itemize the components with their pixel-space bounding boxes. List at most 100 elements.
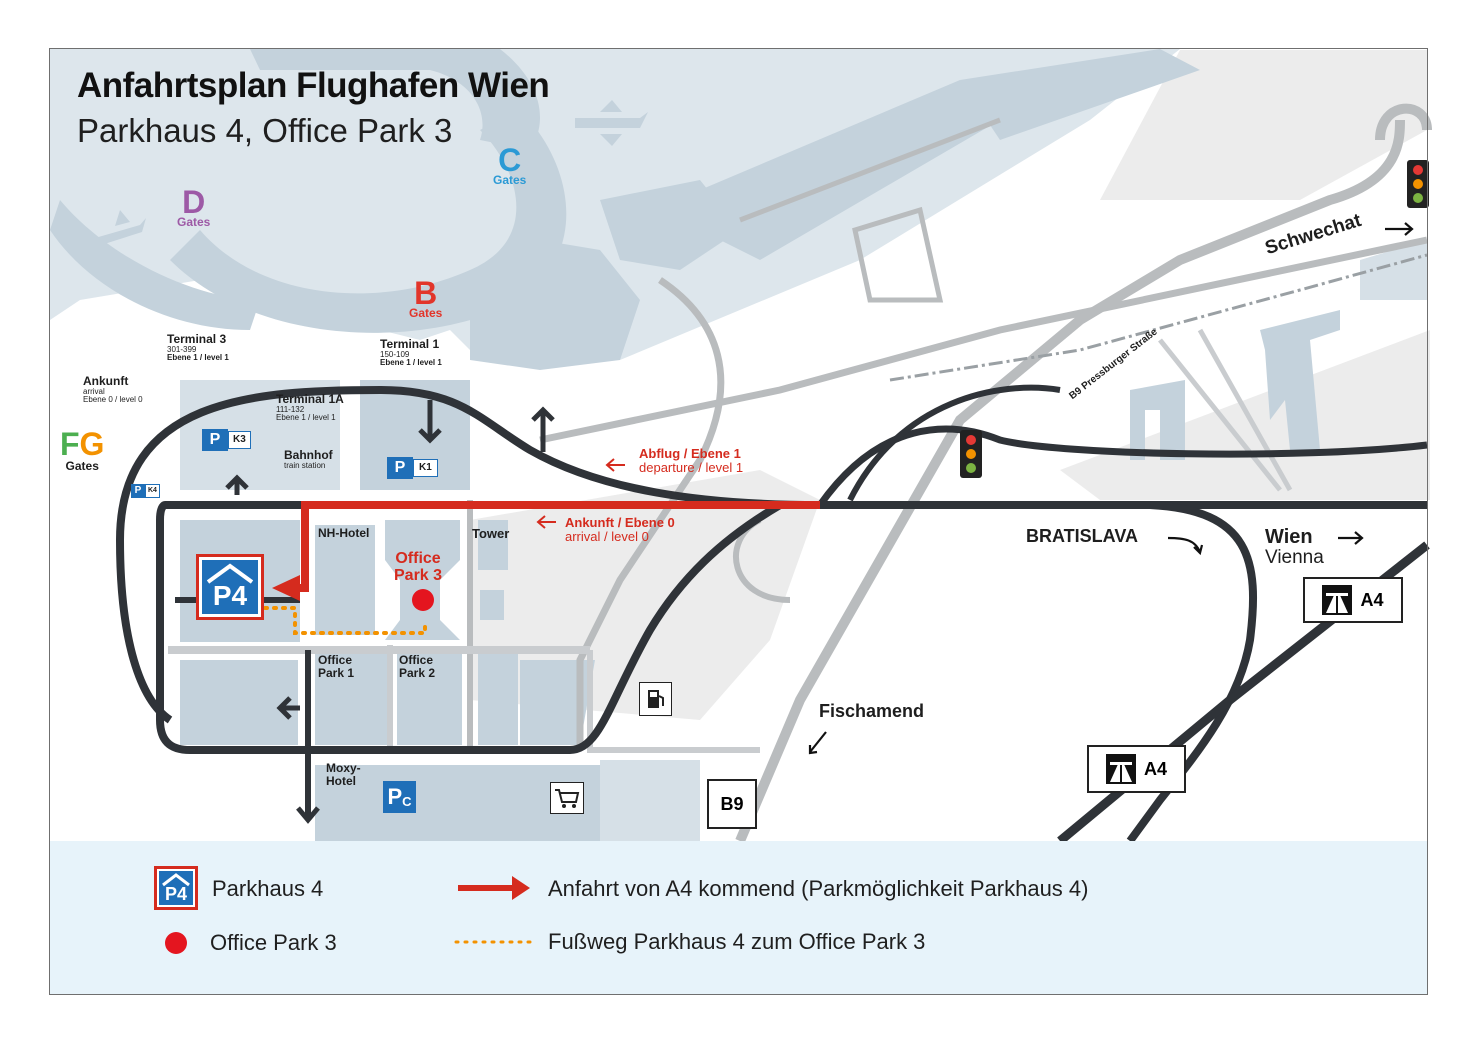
direction-arrow	[296, 800, 320, 824]
arrival-label: Ankunft / Ebene 0 arrival / level 0	[565, 516, 675, 543]
wien-name: Wien	[1265, 526, 1313, 548]
legend-office-park-3: Office Park 3	[210, 930, 337, 955]
roof-icon	[162, 873, 190, 887]
terminal-1a-name: Terminal 1A	[276, 392, 344, 406]
service-road	[1158, 338, 1282, 492]
departure-line1: Abflug / Ebene 1	[639, 446, 741, 461]
building-b9	[1130, 380, 1185, 460]
parking-k1-code: K1	[413, 458, 438, 478]
parkhaus-4-sign-inner: P4	[202, 560, 258, 614]
a4-sign-upper: A4	[1303, 577, 1403, 623]
fuel-pump-icon	[647, 690, 664, 708]
arrival-arrow-icon	[536, 515, 556, 529]
parking-k1: P K1	[387, 457, 438, 479]
petrol-station-icon	[639, 682, 672, 716]
a4-upper-text: A4	[1360, 589, 1384, 610]
terminal-1-name: Terminal 1	[380, 337, 440, 351]
shopping-icon	[550, 782, 584, 814]
gate-word-b: Gates	[409, 306, 443, 320]
hangar-row	[960, 49, 1200, 140]
office-park-1-building	[315, 650, 390, 745]
moxy-hotel-label: Moxy- Hotel	[326, 762, 361, 787]
arrival-line1: Ankunft / Ebene 0	[565, 515, 675, 530]
legend-p4-inner: P4	[159, 871, 193, 905]
inner-road	[587, 650, 760, 753]
office-park-2-building	[397, 650, 462, 745]
arrival-line2: arrival / level 0	[565, 528, 649, 544]
terminal-3-level: Ebene 1 / level 1	[167, 352, 229, 362]
office-park-3-line1: Office	[395, 550, 441, 567]
terminal-3-range: 301-399	[167, 344, 197, 354]
gate-letter-g: G	[79, 426, 105, 462]
gates-fg-label: FG Gates	[60, 428, 104, 473]
parking-k4: P K4	[131, 484, 160, 498]
terminal-1a-level: Ebene 1 / level 1	[276, 412, 336, 422]
departure-ramp	[116, 385, 821, 541]
terrain-area	[1100, 50, 1427, 200]
departure-line2: departure / level 1	[639, 459, 744, 475]
terminal-loop-road	[156, 501, 783, 754]
gate-letter-f: F	[60, 426, 80, 462]
block-east	[478, 650, 518, 745]
gate-letter-d: D	[182, 184, 206, 220]
office-park-1-line1: Office	[318, 653, 353, 667]
legend-route: Anfahrt von A4 kommend (Parkmöglichkeit …	[548, 876, 1089, 901]
motorway-icon	[1105, 754, 1136, 784]
motorway-icon	[1322, 585, 1353, 615]
tower-label: Tower	[472, 526, 510, 541]
traffic-light-icon	[960, 430, 982, 478]
office-park-1-label: Office Park 1	[318, 654, 354, 679]
terminal-1-range: 150-109	[380, 349, 410, 359]
office-park-2-line1: Office	[399, 653, 434, 667]
parking-lot-area	[600, 760, 700, 841]
terminal-3-name: Terminal 3	[167, 332, 227, 346]
arrival-terminal-label: Ankunft arrival Ebene 0 / level 0	[83, 375, 143, 404]
pier-d	[50, 200, 260, 330]
airplane-icon	[95, 210, 146, 246]
bahnhof-name: Bahnhof	[284, 448, 333, 462]
parking-icon: P	[131, 484, 145, 498]
legend-parkhaus-4: Parkhaus 4	[212, 876, 324, 901]
parking-c-letter: P	[387, 784, 403, 809]
connector-road	[847, 384, 1061, 502]
hangar-row	[700, 80, 1000, 260]
block-east-2	[520, 660, 595, 745]
gates-b-label: B Gates	[409, 277, 442, 320]
parking-k3: P K3	[202, 429, 251, 451]
bratislava-arrow-icon	[1167, 536, 1204, 556]
building-schwechat	[1360, 240, 1427, 300]
terminal-1-level: Ebene 1 / level 1	[380, 357, 442, 367]
office-park-1-line2: Park 1	[318, 665, 355, 680]
building-b9-2	[1260, 310, 1340, 450]
page-subtitle: Parkhaus 4, Office Park 3	[77, 112, 453, 149]
terminal-1-label: Terminal 1 150-109 Ebene 1 / level 1	[380, 338, 442, 367]
gates-c-label: C Gates	[493, 144, 526, 187]
train-station-name: train station	[284, 460, 326, 470]
railway-line	[889, 253, 1428, 382]
legend-route-arrowhead	[512, 876, 530, 900]
a4-sign-lower: A4	[1087, 745, 1186, 793]
office-park-3-building	[385, 520, 460, 640]
service-road	[1197, 328, 1293, 492]
parking-c-code: C	[402, 793, 412, 809]
parking-k3-code: K3	[228, 430, 251, 450]
parking-icon: P	[387, 457, 413, 479]
departure-label: Abflug / Ebene 1 departure / level 1	[639, 447, 743, 474]
terminal-1a-label: Terminal 1A 111-132 Ebene 1 / level 1	[276, 393, 344, 422]
gate-word-d: Gates	[177, 215, 211, 229]
bratislava-road	[1126, 501, 1258, 844]
a4-lower-text: A4	[1143, 758, 1167, 779]
terminal-b-building	[470, 240, 640, 370]
moxy-line2: Hotel	[326, 773, 356, 788]
office-park-3-line2: Park 3	[394, 566, 443, 584]
walking-path	[263, 606, 427, 635]
legend-background	[50, 841, 1427, 994]
office-park-3-label: Office Park 3	[394, 550, 443, 585]
legend-dot-icon	[165, 932, 187, 954]
page-title: Anfahrtsplan Flughafen Wien	[77, 66, 550, 105]
legend-walkway: Fußweg Parkhaus 4 zum Office Park 3	[548, 929, 926, 954]
arrival-sub: arrival	[83, 386, 105, 396]
roof-icon	[206, 563, 254, 584]
route-arrowhead	[272, 575, 300, 601]
